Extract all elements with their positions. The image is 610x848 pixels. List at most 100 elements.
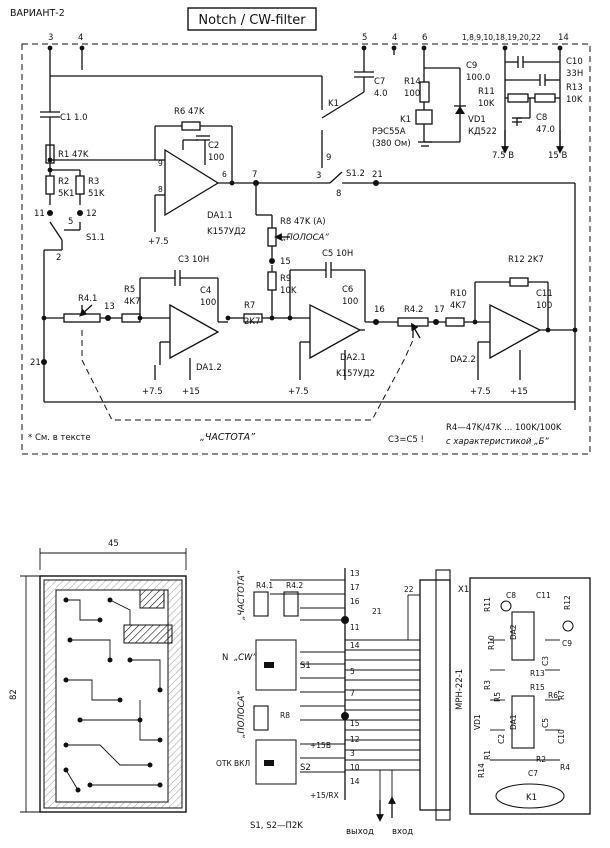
r9-value: 10K xyxy=(280,286,297,296)
svg-text:K1: K1 xyxy=(526,793,537,803)
node-21-bottom xyxy=(41,359,47,365)
wiring-pin-15: 15 xyxy=(350,719,360,728)
c11-label: C11 xyxy=(536,289,553,299)
c9-value: 100.0 xyxy=(466,73,490,83)
pin-label-power-group: 1,8,9,10,18,19,20,22 xyxy=(462,33,541,42)
s12-pin6: 8 xyxy=(336,189,341,199)
input-network xyxy=(40,48,323,362)
da1-1-type: K157УД2 xyxy=(207,227,246,237)
node-21-top xyxy=(373,180,379,186)
svg-text:C7: C7 xyxy=(528,769,538,778)
r11-label: R11 xyxy=(478,87,495,97)
pin-label-6: 6 xyxy=(422,33,427,43)
wiring-pin-14b: 14 xyxy=(350,777,360,786)
pin-label-4: 4 xyxy=(78,33,83,43)
k1-type: РЭС55А xyxy=(372,127,406,137)
s1-2-switch xyxy=(321,150,576,410)
wiring-cw-label: „CW” xyxy=(234,653,257,663)
wiring-pin-12: 12 xyxy=(350,735,360,744)
r10-value: 4K7 xyxy=(450,301,466,311)
svg-text:R1: R1 xyxy=(483,750,492,760)
pin-label-14: 14 xyxy=(558,33,569,43)
connector-type-label: МРН-22-1 xyxy=(455,669,465,710)
vd1-label: VD1 xyxy=(468,115,486,125)
top-pin-dots xyxy=(47,45,563,51)
r12-label: R12 2K7 xyxy=(508,255,544,265)
supply-7v5: +7.5 xyxy=(148,237,169,247)
svg-text:C11: C11 xyxy=(536,591,551,600)
c11-value: 100 xyxy=(536,301,552,311)
c8-label: C8 xyxy=(536,113,547,123)
r10-label: R10 xyxy=(450,289,467,299)
pin-label-3: 3 xyxy=(48,33,53,43)
title-box xyxy=(187,7,317,31)
node-7-label: 7 xyxy=(252,170,257,180)
r6-label: R6 47K xyxy=(174,107,205,117)
s12-label: S1.2 xyxy=(346,169,365,179)
node-13-label: 13 xyxy=(104,302,115,312)
r13-label: R13 xyxy=(566,83,583,93)
node-12-label: 12 xyxy=(86,209,97,219)
relay-switch-label: K1 xyxy=(328,99,339,109)
schematic-title: Notch / CW-filter xyxy=(198,13,306,28)
svg-text:R5: R5 xyxy=(493,692,502,702)
junction xyxy=(47,167,53,173)
c7-value: 4.0 xyxy=(374,89,388,99)
node-16-label: 16 xyxy=(374,305,385,315)
pin-label-5: 5 xyxy=(362,33,367,43)
node-15-top xyxy=(269,258,275,264)
c7-label: C7 xyxy=(374,77,385,87)
supply-7v5-b: +7.5 xyxy=(142,387,163,397)
c3-c5-note: C3=C5 ! xyxy=(388,435,424,445)
wiring-switch-type: S1, S2—П2K xyxy=(250,821,303,831)
svg-text:C3: C3 xyxy=(541,656,550,666)
r9-label: R9 xyxy=(280,274,291,284)
r14-label: R14 xyxy=(404,77,421,87)
wiring-diagram xyxy=(253,568,591,822)
da1-1-label: DA1.1 xyxy=(207,211,233,221)
pin-2-label: 2 xyxy=(56,253,61,263)
pin-5: 9 xyxy=(158,159,163,168)
c9-label: C9 xyxy=(466,61,477,71)
svg-text:R6: R6 xyxy=(548,691,558,700)
wiring-pin-10: 10 xyxy=(350,763,360,772)
c3-label: C3 10H xyxy=(178,255,209,265)
supply-7v5-d: +7.5 xyxy=(470,387,491,397)
r1-label: R1 47K xyxy=(58,150,89,160)
svg-text:DA1: DA1 xyxy=(509,714,518,730)
wiring-15v-rx-label: +15/RX xyxy=(310,791,339,800)
voltage-7v5: 7.5 B xyxy=(492,151,514,161)
wiring-pin-11: 11 xyxy=(350,623,360,632)
lower-chain xyxy=(43,262,575,403)
svg-text:C9: C9 xyxy=(562,639,572,648)
wiring-pin-21: 21 xyxy=(372,607,382,616)
wiring-input-label: вход xyxy=(392,827,413,837)
chastota-label: „ЧАСТОТА” xyxy=(200,432,255,443)
junction xyxy=(47,157,53,163)
wiring-pin-22: 22 xyxy=(404,585,414,594)
wiring-otk-label: ОТК xyxy=(216,759,232,768)
wiring-s2-label: S2 xyxy=(300,763,311,773)
voltage-15v: 15 B xyxy=(548,151,568,161)
r4-characteristic: с характеристикой „Б” xyxy=(446,437,549,447)
s12-pin5: 9 xyxy=(326,153,331,163)
c10-value: 33H xyxy=(566,69,583,79)
r2-value: 5K1 xyxy=(58,189,74,199)
svg-text:R10: R10 xyxy=(487,635,496,650)
node-21-bottom-label: 21 xyxy=(30,358,41,368)
wiring-vkl-label: ВКЛ xyxy=(234,759,250,768)
da2-2-label: DA2.2 xyxy=(450,355,476,365)
k1-label: K1 xyxy=(400,115,411,125)
r8-r9-branch xyxy=(255,183,277,318)
svg-text:R13: R13 xyxy=(530,669,545,678)
c2-value: 100 xyxy=(208,153,224,163)
board-height-dimension: 82 xyxy=(9,689,19,700)
c8-value: 47.0 xyxy=(536,125,555,135)
node-15-top-label: 15 xyxy=(280,257,291,267)
wiring-pin-7: 7 xyxy=(350,689,355,698)
vd1-diode xyxy=(455,106,465,114)
k1-resistance: (380 Ом) xyxy=(372,139,411,149)
c2-label: C2 xyxy=(208,141,219,151)
da2-1-label: DA2.1 xyxy=(340,353,366,363)
wiring-pin-13: 13 xyxy=(350,569,360,578)
